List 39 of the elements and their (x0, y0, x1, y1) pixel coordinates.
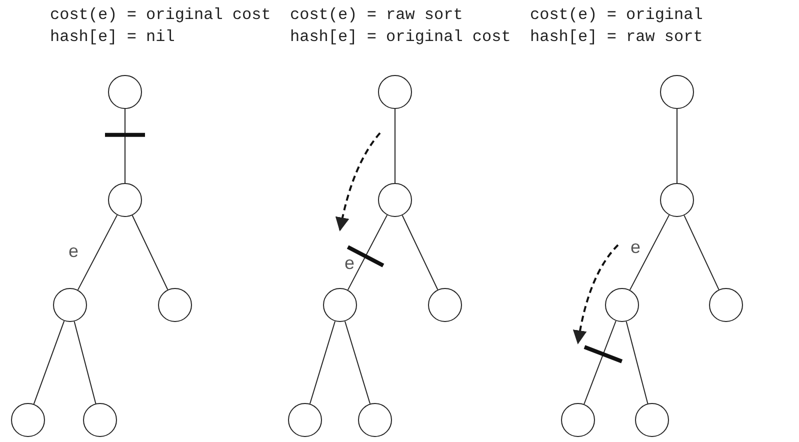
tree-node-circle (635, 403, 669, 437)
cost-hash-note: cost(e) = original (530, 6, 703, 24)
tree-node-circle (288, 403, 322, 437)
tree-node-circle (108, 183, 142, 217)
tree-node-circle (53, 288, 87, 322)
cost-hash-note: cost(e) = raw sort (290, 6, 463, 24)
tree-edge (684, 214, 720, 290)
cost-hash-note: hash[e] = raw sort (530, 28, 703, 46)
tree-node-circle (561, 403, 595, 437)
tree-node-circle (605, 288, 639, 322)
tree-node-circle (11, 403, 45, 437)
tree-node-circle (158, 288, 192, 322)
tree-node-circle (358, 403, 392, 437)
tree-edge (394, 108, 396, 184)
tree-edge (626, 320, 648, 404)
cost-hash-note: hash[e] = original cost (290, 28, 511, 46)
tree-node-circle (660, 183, 694, 217)
tree-edge (344, 320, 371, 404)
tree-edge (74, 320, 96, 404)
cost-hash-note: hash[e] = nil (50, 28, 175, 46)
tree-edge (309, 320, 336, 404)
tree-edge (132, 214, 168, 290)
tree-node-circle (660, 75, 694, 109)
tree-node-circle (378, 183, 412, 217)
tree-edge (584, 320, 616, 405)
tree-edge (33, 320, 65, 405)
tree-node-circle (428, 288, 462, 322)
tree-edge (347, 214, 388, 290)
tree-node-circle (108, 75, 142, 109)
tree-edge (629, 214, 670, 290)
tree-node-circle (83, 403, 117, 437)
tree-edge (77, 214, 118, 290)
tree-node-circle (378, 75, 412, 109)
cost-hash-note: cost(e) = original cost (50, 6, 271, 24)
tree-node-circle (323, 288, 357, 322)
tree-edge (676, 108, 678, 184)
tree-edge (402, 214, 438, 290)
tree-edge (124, 108, 126, 184)
tree-node-circle (709, 288, 743, 322)
